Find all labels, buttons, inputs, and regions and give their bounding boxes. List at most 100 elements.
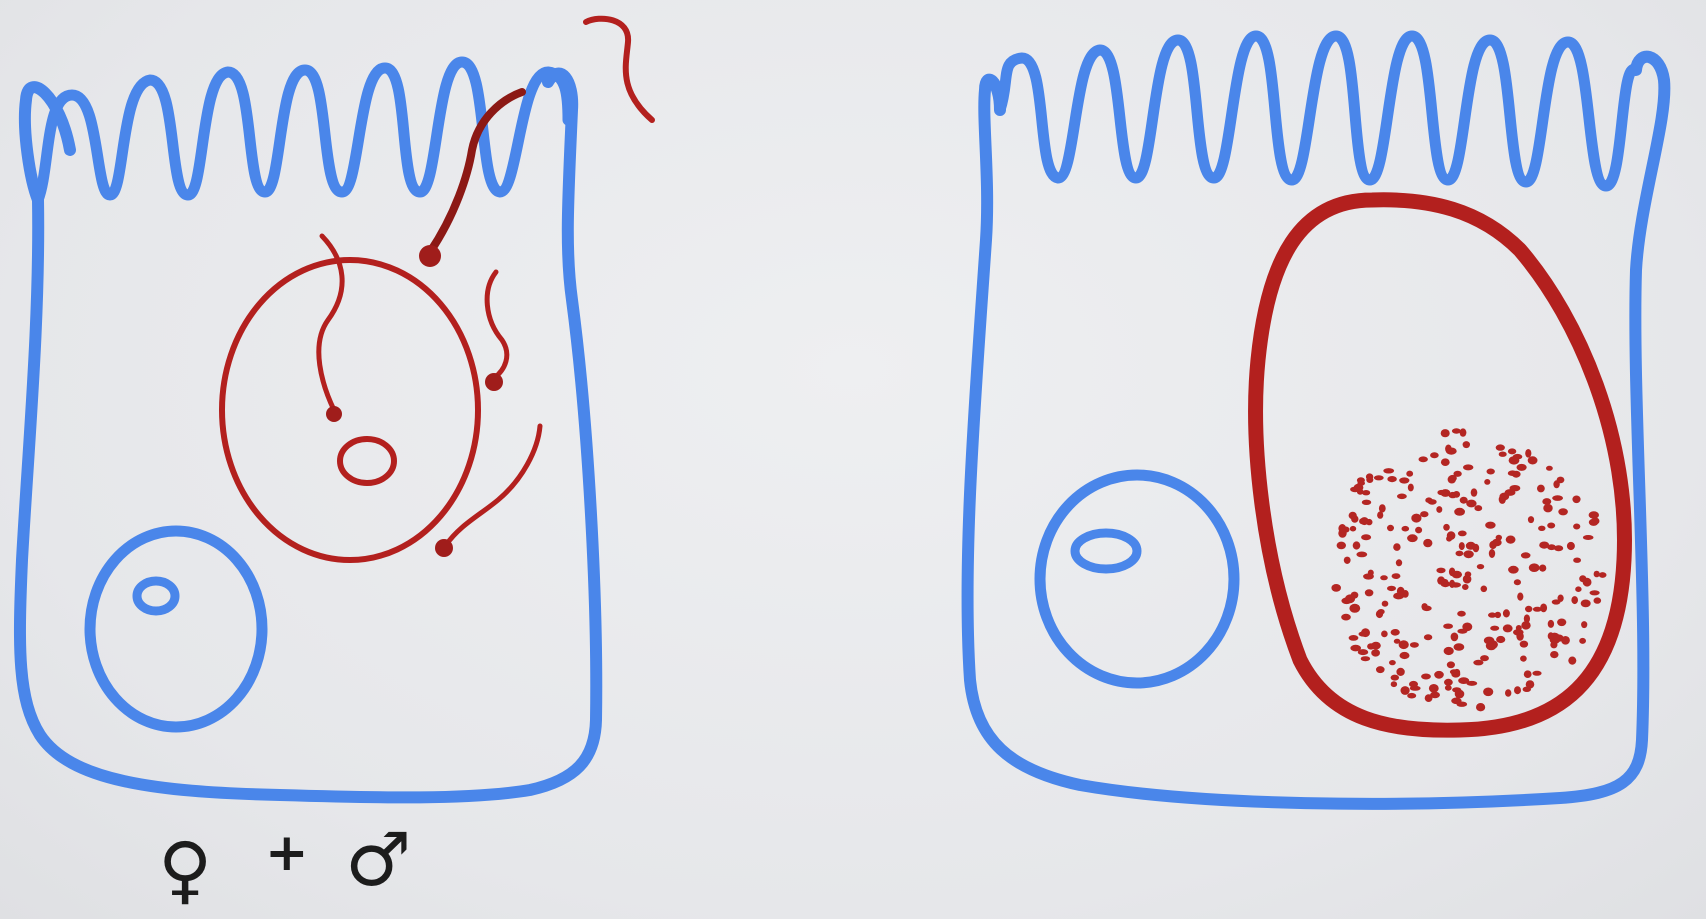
granule	[1594, 571, 1600, 578]
granule	[1463, 441, 1470, 448]
granule	[1573, 558, 1581, 563]
granule	[1459, 542, 1465, 550]
granule	[1436, 506, 1442, 513]
granule	[1523, 687, 1531, 692]
granule	[1558, 595, 1564, 602]
granule	[1361, 534, 1371, 540]
granule	[1454, 669, 1461, 676]
granule	[1463, 464, 1473, 470]
right-cell-microvilli	[1000, 36, 1636, 186]
granule	[1446, 536, 1452, 542]
granule	[1557, 619, 1566, 627]
granule	[1476, 703, 1485, 711]
granule	[1452, 571, 1462, 579]
granule	[1453, 491, 1460, 498]
granule	[1589, 511, 1599, 519]
granule	[1558, 508, 1568, 515]
granule	[1457, 702, 1468, 707]
granule	[1397, 587, 1405, 596]
granule	[1422, 606, 1432, 612]
granule	[1485, 522, 1495, 529]
granule	[1495, 612, 1502, 618]
granule	[1380, 575, 1388, 580]
granule	[1513, 629, 1524, 635]
granule	[1599, 572, 1607, 578]
granule	[1344, 557, 1351, 564]
microgamete-1-head	[326, 406, 342, 422]
granule	[1379, 504, 1386, 512]
granule	[1454, 508, 1465, 516]
granule	[1445, 445, 1452, 454]
granule	[1361, 656, 1370, 661]
granule	[1579, 638, 1586, 644]
granule	[1552, 495, 1563, 501]
granule	[1366, 477, 1373, 483]
right-host-nucleus	[1040, 475, 1234, 683]
granule	[1594, 597, 1602, 603]
granule	[1443, 524, 1450, 531]
left-host-nucleolus	[137, 581, 175, 611]
granule	[1460, 428, 1467, 436]
granule	[1542, 498, 1551, 505]
granule	[1350, 645, 1361, 652]
left-epithelial-cell	[20, 19, 652, 798]
granule	[1538, 526, 1545, 531]
granule	[1420, 511, 1428, 517]
microgamete-5	[586, 19, 652, 120]
granule	[1351, 515, 1358, 522]
granule	[1425, 694, 1433, 702]
granule	[1360, 517, 1369, 525]
granule	[1553, 480, 1559, 488]
granule	[1456, 551, 1464, 557]
granule	[1496, 535, 1502, 541]
granule	[1575, 586, 1581, 592]
granule	[1517, 593, 1523, 601]
granule	[1514, 686, 1521, 694]
granule	[1371, 649, 1380, 656]
granule	[1528, 456, 1538, 464]
granule	[1381, 631, 1388, 638]
granule	[1505, 689, 1511, 697]
granule	[1480, 655, 1489, 661]
granule	[1337, 542, 1346, 550]
granule	[1396, 668, 1404, 676]
granule	[1436, 568, 1445, 574]
granule	[1458, 677, 1469, 684]
granule	[1440, 489, 1450, 497]
granule	[1520, 656, 1527, 662]
sex-symbols-label: ♀ + ♂	[158, 817, 411, 913]
granule	[1496, 444, 1505, 450]
left-parasite-nucleus	[340, 439, 394, 483]
right-macrogamont-wall	[1256, 200, 1625, 730]
granule	[1457, 629, 1467, 634]
female-symbol: ♀	[158, 827, 212, 913]
granule	[1387, 476, 1396, 482]
granule	[1547, 523, 1555, 529]
granule	[1410, 642, 1419, 648]
granule	[1508, 448, 1516, 454]
granule	[1387, 525, 1394, 531]
granule	[1524, 614, 1530, 623]
granule	[1506, 536, 1516, 544]
granule	[1571, 596, 1578, 604]
granule	[1444, 679, 1453, 686]
granule	[1350, 526, 1356, 532]
granule	[1489, 549, 1495, 558]
granule	[1407, 693, 1416, 699]
left-cell-microvilli	[38, 62, 568, 200]
granule	[1463, 550, 1473, 558]
granule	[1338, 524, 1346, 533]
granule	[1572, 496, 1580, 504]
granule	[1503, 609, 1510, 617]
granule	[1401, 686, 1410, 695]
granule	[1441, 429, 1450, 437]
granule	[1411, 514, 1421, 523]
granule	[1363, 573, 1374, 579]
granule	[1487, 469, 1495, 475]
granule	[1589, 519, 1599, 526]
granule	[1514, 579, 1521, 585]
granule	[1430, 452, 1439, 458]
granule	[1471, 488, 1478, 496]
granule	[1508, 566, 1519, 574]
granule	[1449, 580, 1455, 588]
